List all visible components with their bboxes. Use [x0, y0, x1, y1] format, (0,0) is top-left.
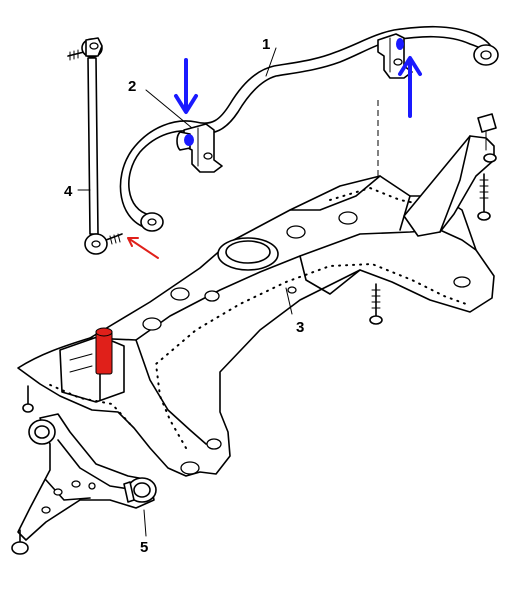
blue-up-arrow-right — [398, 56, 422, 118]
blue-bush-highlight-left — [184, 134, 194, 146]
blue-bush-highlight-right — [396, 38, 404, 50]
part-label-4: 4 — [64, 183, 73, 200]
red-mount-highlight — [95, 329, 113, 375]
red-mount-highlight-top — [95, 327, 113, 337]
anti-roll-bar — [119, 25, 499, 232]
part-label-3: 3 — [296, 319, 304, 336]
lower-arm — [11, 413, 157, 555]
annotation-arrows — [95, 38, 422, 375]
drop-link — [67, 37, 123, 255]
red-arrow-link-bolt — [127, 237, 159, 259]
blue-down-arrow-left — [174, 58, 198, 114]
leader-lines — [77, 47, 293, 537]
part-label-5: 5 — [140, 539, 148, 556]
part-label-2: 2 — [128, 78, 136, 95]
bar-bush-clamp-right — [377, 33, 413, 79]
part-label-1: 1 — [262, 36, 270, 53]
subframe — [17, 113, 497, 477]
